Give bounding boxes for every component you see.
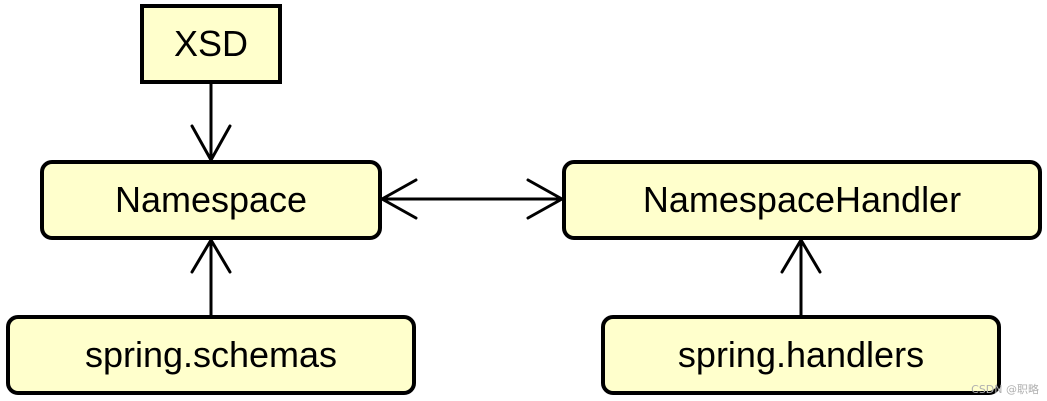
edge-spring-schemas-to-namespace bbox=[190, 238, 232, 317]
edge-spring-handlers-to-namespace-handler bbox=[780, 238, 822, 317]
node-xsd-label: XSD bbox=[173, 23, 249, 64]
node-namespace: Namespace bbox=[40, 160, 382, 240]
node-spring-schemas: spring.schemas bbox=[6, 315, 416, 395]
node-spring-handlers-label: spring.handlers bbox=[677, 334, 925, 375]
edge-namespace-to-namespace-handler bbox=[380, 178, 564, 220]
node-spring-schemas-label: spring.schemas bbox=[84, 334, 338, 375]
node-spring-handlers: spring.handlers bbox=[601, 315, 1001, 395]
node-namespace-label: Namespace bbox=[114, 179, 308, 220]
node-xsd: XSD bbox=[140, 4, 282, 84]
node-namespace-handler: NamespaceHandler bbox=[562, 160, 1042, 240]
edge-xsd-to-namespace bbox=[190, 82, 232, 162]
watermark: CSDN @职略 bbox=[971, 383, 1039, 396]
node-namespace-handler-label: NamespaceHandler bbox=[642, 179, 962, 220]
